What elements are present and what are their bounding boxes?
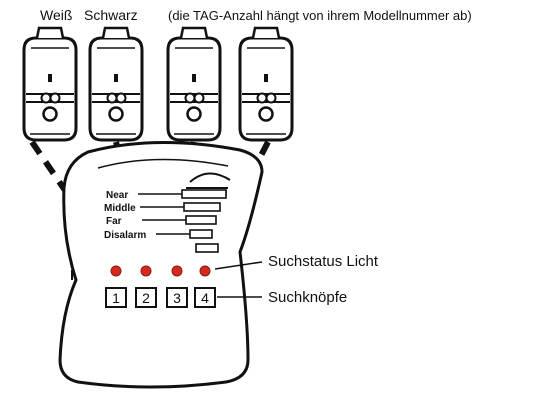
indicator-far: Far: [106, 216, 122, 227]
search-status-leds: [110, 265, 211, 277]
label-black: Schwarz: [84, 7, 138, 23]
search-button-4-label: 4: [201, 290, 209, 306]
indicator-near: Near: [106, 190, 128, 201]
tag-4: [238, 26, 294, 142]
indicator-disalarm: Disalarm: [104, 230, 146, 241]
search-button-1-label: 1: [112, 290, 120, 306]
indicator-lights: [138, 189, 227, 253]
search-button-3-label: 3: [173, 290, 181, 306]
tag-count-note: (die TAG-Anzahl hängt von ihrem Modellnu…: [168, 8, 472, 23]
tag-3: [166, 26, 222, 142]
tag-2: [88, 26, 144, 142]
label-white: Weiß: [40, 7, 72, 23]
led-2: [140, 265, 152, 277]
led-4: [199, 265, 211, 277]
indicator-middle: Middle: [104, 203, 136, 214]
search-button-3[interactable]: 3: [166, 287, 188, 308]
search-button-1[interactable]: 1: [105, 287, 127, 308]
tag-1: [22, 26, 78, 142]
search-button-4[interactable]: 4: [194, 287, 216, 308]
led-3: [171, 265, 183, 277]
callout-search-buttons: Suchknöpfe: [268, 289, 347, 306]
search-button-2-label: 2: [142, 290, 150, 306]
search-button-2[interactable]: 2: [135, 287, 157, 308]
callout-status-light: Suchstatus Licht: [268, 253, 379, 270]
led-1: [110, 265, 122, 277]
pager-body: [58, 140, 264, 389]
status-light-leader: [214, 261, 263, 270]
